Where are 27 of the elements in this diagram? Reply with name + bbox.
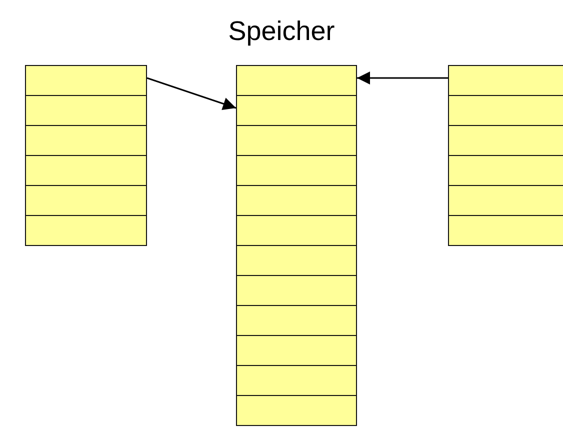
memory-cell (236, 125, 357, 156)
memory-cell (25, 125, 147, 156)
memory-cell (448, 125, 563, 156)
memory-cell (236, 305, 357, 336)
memory-cell (236, 275, 357, 306)
memory-cell (25, 65, 147, 96)
memory-cell (236, 65, 357, 96)
memory-cell (448, 95, 563, 126)
memory-cell (448, 65, 563, 96)
arrow (146, 77, 236, 110)
memory-cell (236, 365, 357, 396)
memory-cell (236, 155, 357, 186)
memory-cell (236, 395, 357, 426)
memory-cell (236, 215, 357, 246)
memory-cell (448, 155, 563, 186)
memory-cell (236, 185, 357, 216)
memory-cell (25, 155, 147, 186)
memory-cell (448, 185, 563, 216)
memory-cell (25, 185, 147, 216)
memory-cell (25, 95, 147, 126)
memory-cell (25, 215, 147, 246)
memory-cell (448, 215, 563, 246)
title: Speicher (228, 15, 335, 47)
memory-cell (236, 95, 357, 126)
memory-cell (236, 245, 357, 276)
memory-cell (236, 335, 357, 366)
arrow (357, 72, 448, 84)
